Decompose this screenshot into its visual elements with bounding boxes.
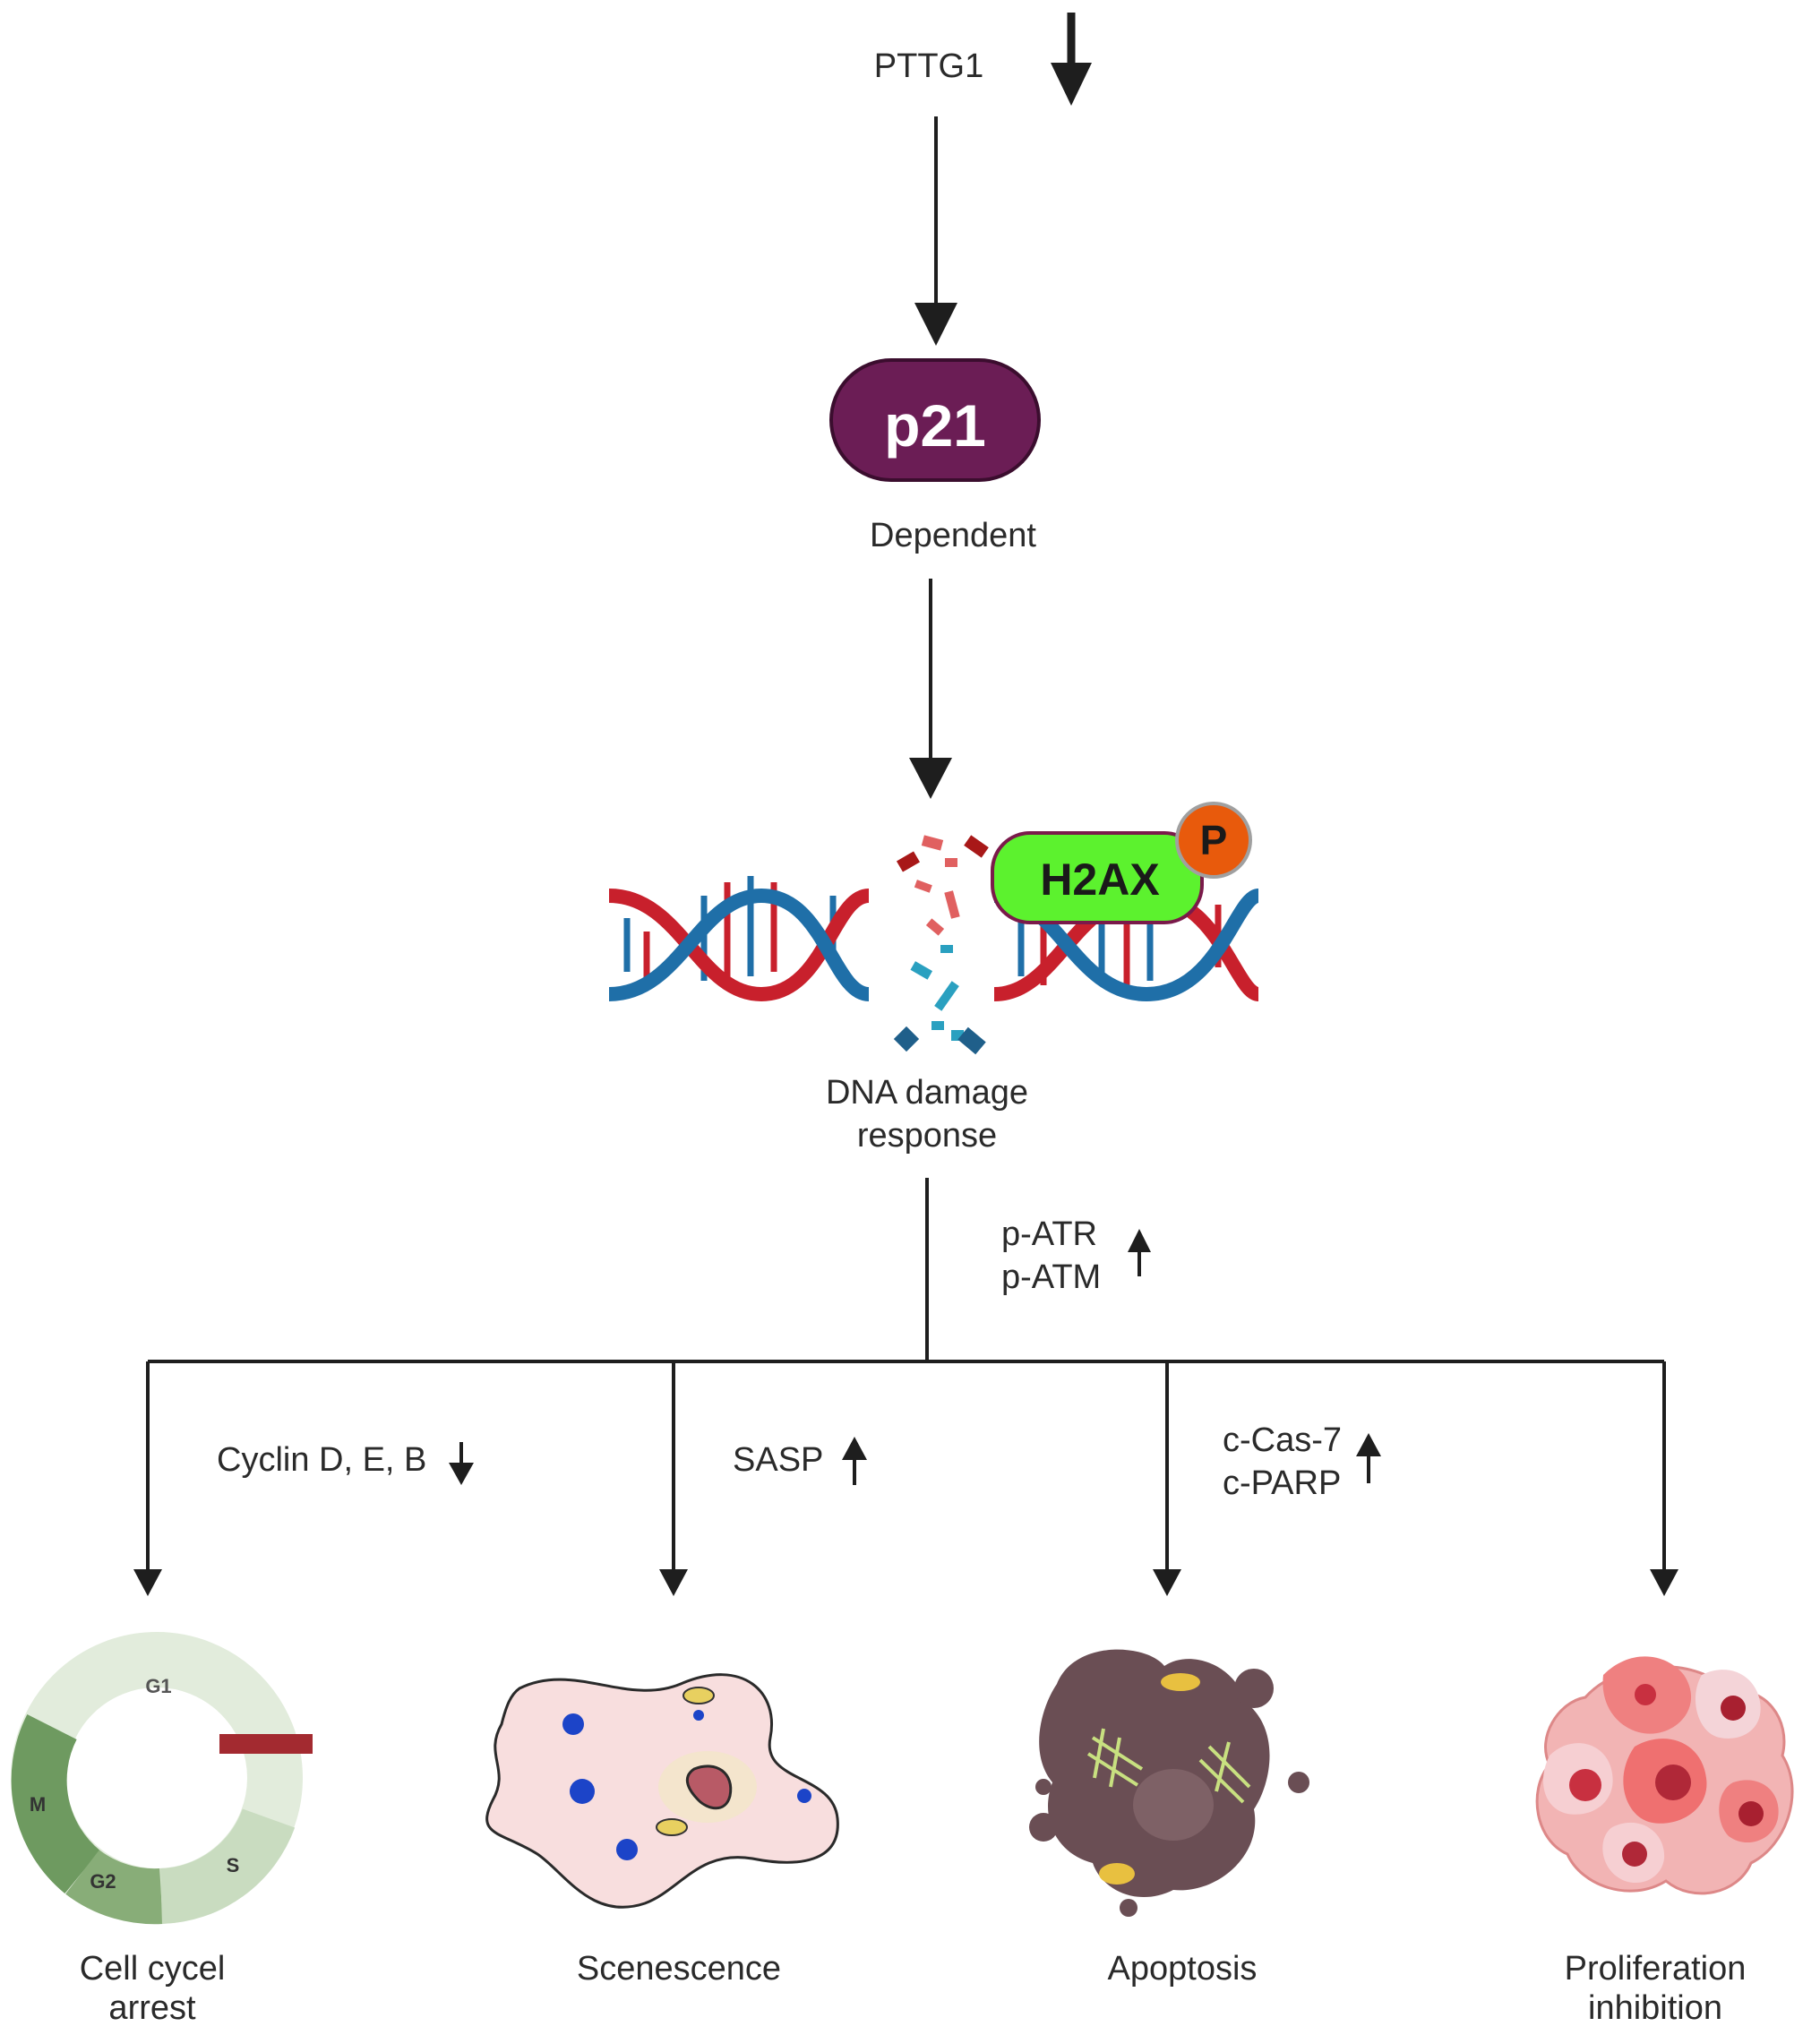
cell-cycle-ring-icon — [11, 1632, 313, 1925]
cparp-label: c-PARP — [1223, 1464, 1342, 1502]
dna-helix-left-icon — [608, 876, 871, 1002]
h2ax-protein — [991, 831, 1204, 924]
ddr-label-line2: response — [856, 1117, 998, 1155]
patr-label: p-ATR — [1001, 1215, 1097, 1253]
branch-arrow-cell-cycle — [133, 1361, 162, 1596]
outcome-cell-cycle-line2: arrest — [108, 1989, 196, 2027]
proliferating-cells-icon — [1535, 1656, 1794, 1895]
phospho-label: P — [1199, 817, 1228, 863]
ccas7-label: c-Cas-7 — [1223, 1421, 1343, 1459]
apoptotic-cell-icon — [1029, 1649, 1309, 1917]
pttg1-down-arrow-icon — [1051, 13, 1092, 106]
dna-break-fragments — [893, 835, 989, 1055]
cycle-g2-label: G2 — [90, 1870, 116, 1893]
p21-label: p21 — [884, 392, 986, 459]
patr-up-arrow-icon — [1128, 1229, 1151, 1276]
cycle-s-label: S — [226, 1854, 240, 1876]
p21-protein — [829, 358, 1041, 482]
ddr-label-line1: DNA damage — [825, 1074, 1029, 1112]
p21-dependent-label: Dependent — [870, 517, 1036, 554]
arrow-pttg1-to-p21 — [914, 116, 957, 346]
cycle-m-label: M — [29, 1793, 47, 1816]
apoptosis-up-arrow-icon — [1356, 1433, 1381, 1483]
outcome-senescence: Scenescence — [576, 1950, 782, 1988]
branch-arrow-apoptosis — [1153, 1361, 1181, 1596]
senescent-cell-icon — [485, 1673, 839, 1909]
branch-arrow-proliferation — [1650, 1361, 1678, 1596]
cycle-g1-label: G1 — [145, 1675, 172, 1697]
sasp-label: SASP — [733, 1441, 824, 1479]
pttg1-label: PTTG1 — [873, 47, 984, 85]
outcome-apoptosis: Apoptosis — [1107, 1950, 1258, 1988]
outcome-proliferation-line2: inhibition — [1588, 1989, 1722, 2027]
branch-arrow-senescence — [659, 1361, 688, 1596]
phospho-circle — [1175, 802, 1252, 879]
arrow-ddr-to-branches — [148, 1178, 1664, 1363]
cyclin-label: Cyclin D, E, B — [217, 1441, 427, 1479]
patm-label: p-ATM — [1001, 1258, 1102, 1296]
outcome-proliferation-line1: Proliferation — [1564, 1950, 1747, 1988]
outcome-cell-cycle-line1: Cell cycel — [79, 1950, 226, 1988]
h2ax-label: H2AX — [1040, 854, 1160, 905]
cyclin-down-arrow-icon — [449, 1442, 474, 1485]
sasp-up-arrow-icon — [842, 1437, 867, 1485]
arrow-p21-to-dna — [909, 579, 952, 799]
